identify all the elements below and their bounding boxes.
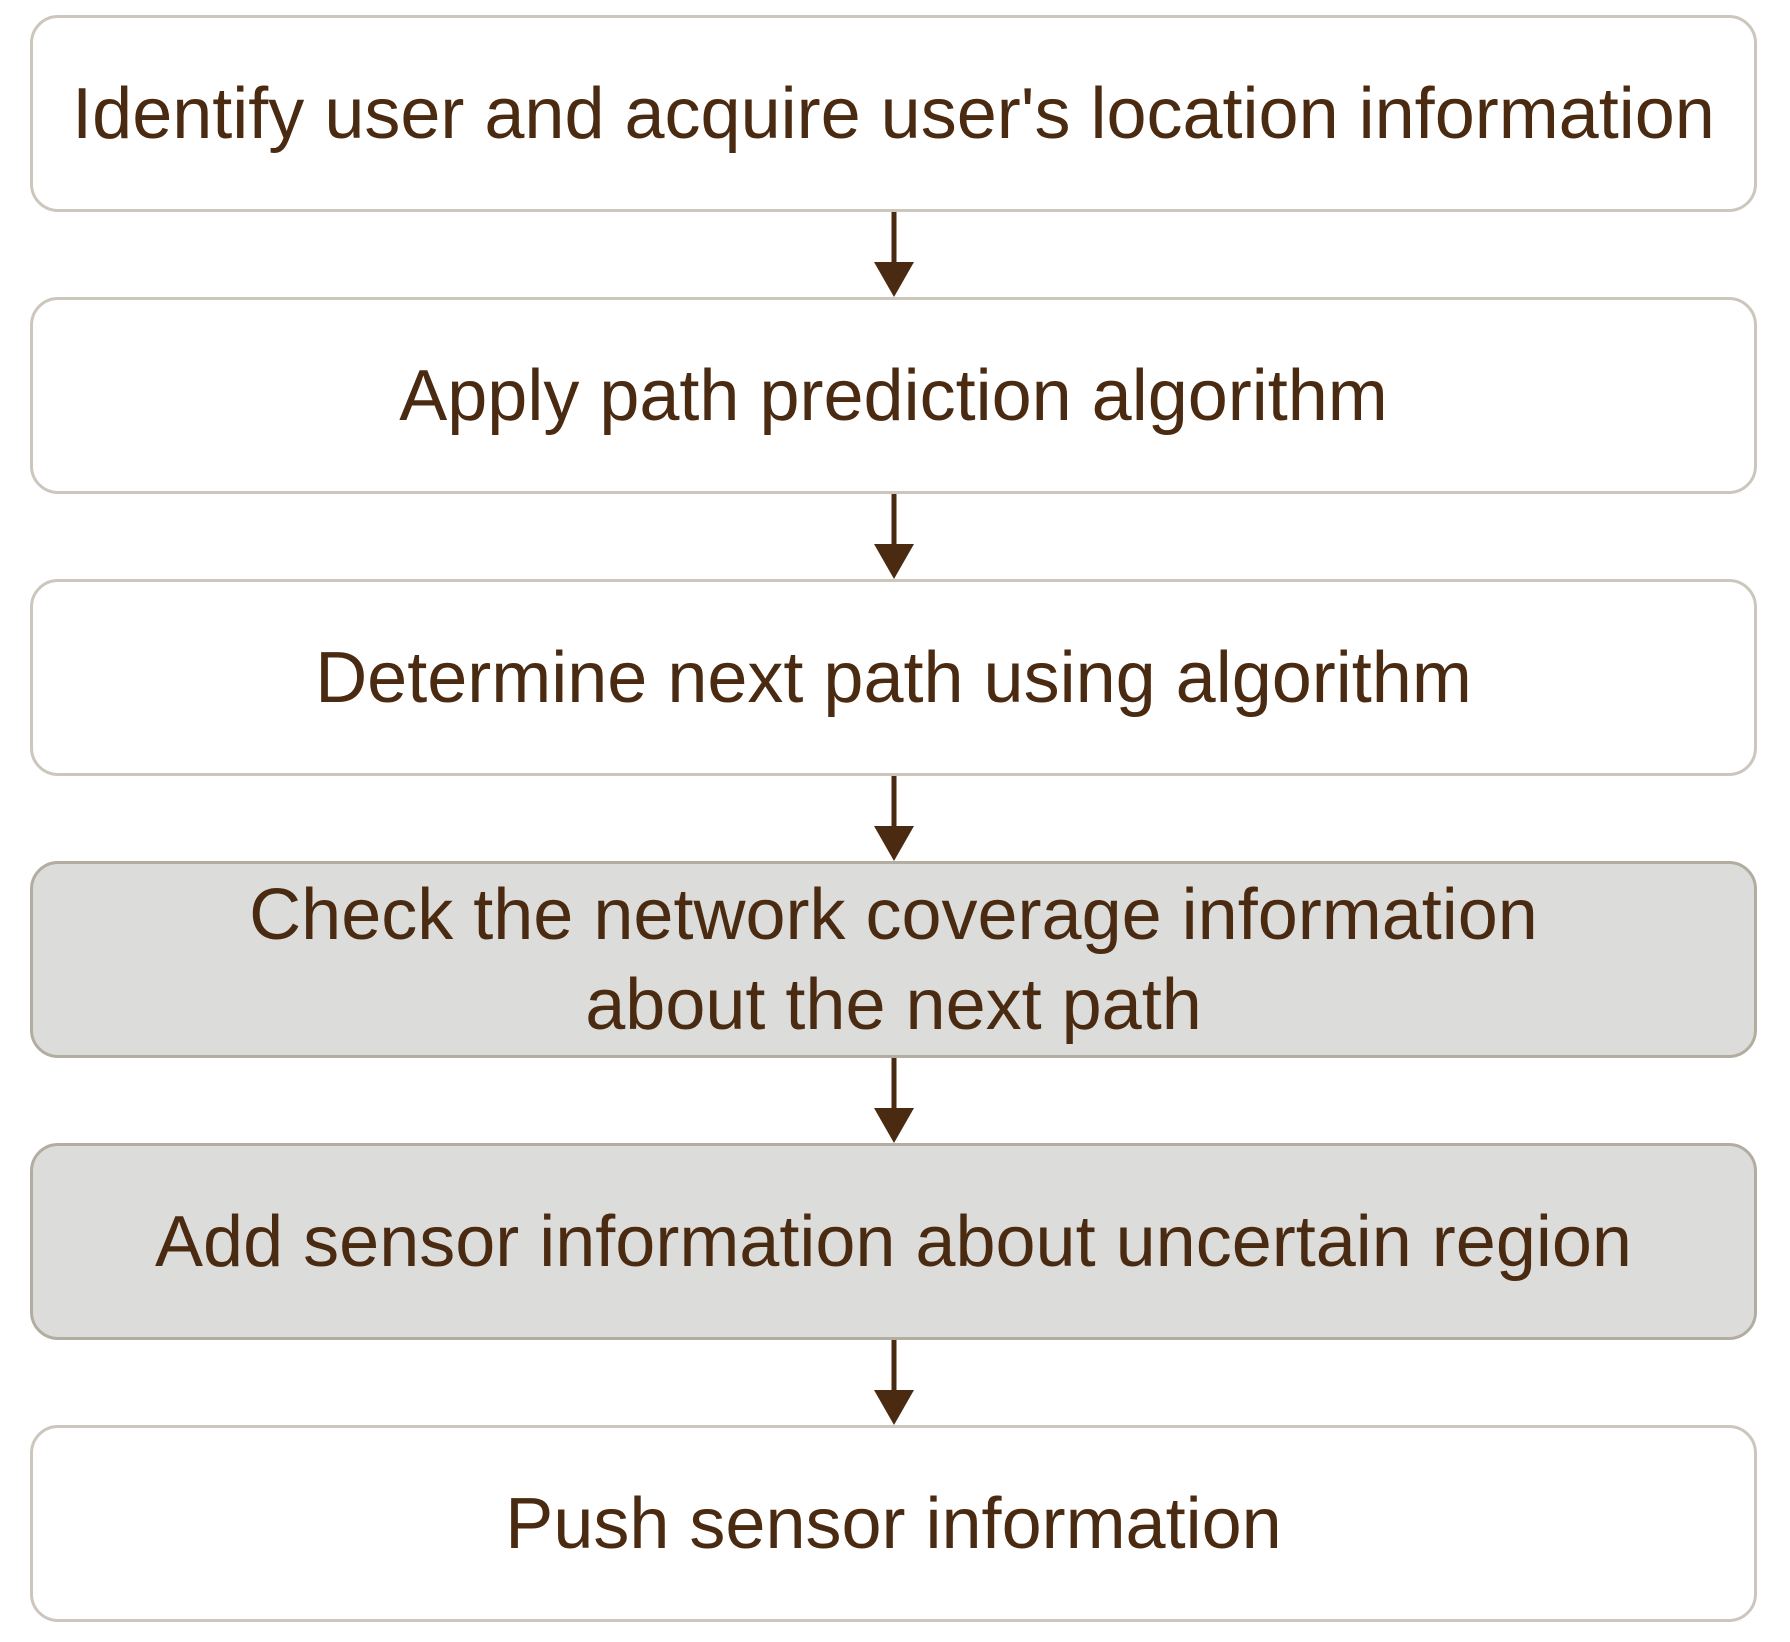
flow-step-check-coverage: Check the network coverage information a… xyxy=(30,861,1757,1058)
flow-step-apply-prediction: Apply path prediction algorithm xyxy=(30,297,1757,494)
flow-step-label: Identify user and acquire user's locatio… xyxy=(72,73,1715,154)
flow-step-label: Add sensor information about uncertain r… xyxy=(155,1201,1632,1282)
flow-step-push-sensor-info: Push sensor information xyxy=(30,1425,1757,1622)
arrow-down-icon xyxy=(870,494,918,579)
flowchart: Identify user and acquire user's locatio… xyxy=(30,15,1757,1622)
arrow-down-icon xyxy=(870,776,918,861)
arrow-down-icon xyxy=(870,1340,918,1425)
flow-step-label: Determine next path using algorithm xyxy=(315,637,1472,718)
arrow-down-icon xyxy=(870,212,918,297)
flow-step-label: Check the network coverage information a… xyxy=(249,874,1538,1045)
arrow-down-icon xyxy=(870,1058,918,1143)
flow-step-label: Apply path prediction algorithm xyxy=(399,355,1388,436)
flow-step-add-sensor-info: Add sensor information about uncertain r… xyxy=(30,1143,1757,1340)
flow-step-identify-user: Identify user and acquire user's locatio… xyxy=(30,15,1757,212)
flow-step-label: Push sensor information xyxy=(505,1483,1282,1564)
flow-step-determine-next-path: Determine next path using algorithm xyxy=(30,579,1757,776)
